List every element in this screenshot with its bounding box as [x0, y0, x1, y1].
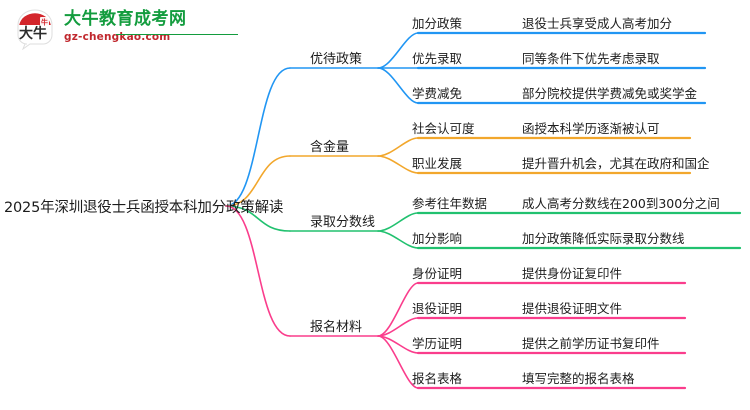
leaf-label: 身份证明 — [412, 265, 463, 281]
branch-node-label: 优待政策 — [310, 51, 363, 67]
leaf-row[interactable]: 职业发展 提升晋升机会，尤其在政府和国企 — [412, 150, 710, 174]
leaf-row[interactable]: 学费减免 部分院校提供学费减免或奖学金 — [412, 80, 697, 104]
branch-node-3[interactable]: 录取分数线 — [310, 209, 375, 231]
branch-node-2[interactable]: 含金量 — [310, 134, 349, 156]
leaf-description: 函授本科学历逐渐被认可 — [522, 120, 660, 136]
leaf-description: 提供身份证复印件 — [522, 265, 623, 281]
leaf-label: 参考往年数据 — [412, 195, 488, 211]
root-node[interactable]: 2025年深圳退役士兵函授本科加分政策解读 — [4, 199, 284, 216]
logo-name-en: gz-chengkao.com — [64, 31, 171, 43]
leaf-description: 填写完整的报名表格 — [522, 370, 635, 386]
leaf-row[interactable]: 优先录取 同等条件下优先考虑录取 — [412, 45, 660, 69]
leaf-description: 加分政策降低实际录取分数线 — [522, 230, 685, 246]
leaf-description: 退役士兵享受成人高考加分 — [522, 15, 673, 31]
logo-name-cn: 大牛教育成考网 — [64, 9, 187, 29]
leaf-row[interactable]: 退役证明 提供退役证明文件 — [412, 295, 622, 319]
leaf-label: 报名表格 — [412, 370, 463, 386]
logo-divider — [116, 34, 238, 35]
branch-node-label: 含金量 — [310, 139, 350, 155]
leaf-row[interactable]: 学历证明 提供之前学历证书复印件 — [412, 330, 660, 354]
leaf-label: 加分影响 — [412, 230, 463, 246]
branch-node-label: 录取分数线 — [310, 214, 376, 230]
leaf-label: 职业发展 — [412, 155, 463, 171]
leaf-label: 退役证明 — [412, 300, 463, 316]
branch-node-4[interactable]: 报名材料 — [310, 314, 362, 336]
branch-node-label: 报名材料 — [310, 319, 363, 335]
branch-node-1[interactable]: 优待政策 — [310, 46, 362, 68]
leaf-description: 提供之前学历证书复印件 — [522, 335, 660, 351]
leaf-row[interactable]: 身份证明 提供身份证复印件 — [412, 260, 622, 284]
leaf-row[interactable]: 社会认可度 函授本科学历逐渐被认可 — [412, 115, 660, 139]
logo-badge-text: 牛 — [41, 18, 48, 27]
logo-wordmark: 大牛教育成考网 gz-chengkao.com — [64, 9, 238, 44]
logo-mark-icon: 大牛 牛 — [17, 9, 53, 50]
leaf-label: 学历证明 — [412, 335, 463, 351]
leaf-label: 学费减免 — [412, 85, 463, 101]
leaf-description: 提升晋升机会，尤其在政府和国企 — [522, 155, 710, 171]
leaf-label: 加分政策 — [412, 15, 463, 31]
leaf-row[interactable]: 报名表格 填写完整的报名表格 — [412, 365, 635, 389]
leaf-row[interactable]: 加分政策 退役士兵享受成人高考加分 — [412, 10, 672, 34]
leaf-row[interactable]: 参考往年数据 成人高考分数线在200到300分之间 — [412, 190, 720, 214]
leaf-description: 同等条件下优先考虑录取 — [522, 50, 660, 66]
leaf-description: 成人高考分数线在200到300分之间 — [522, 195, 720, 211]
leaf-description: 部分院校提供学费减免或奖学金 — [522, 85, 698, 101]
leaf-label: 社会认可度 — [412, 120, 475, 136]
svg-text:大牛: 大牛 — [19, 25, 47, 42]
site-logo: 大牛 牛 大牛教育成考网 gz-chengkao.com — [12, 6, 238, 54]
leaf-row[interactable]: 加分影响 加分政策降低实际录取分数线 — [412, 225, 685, 249]
leaf-label: 优先录取 — [412, 50, 463, 66]
leaf-description: 提供退役证明文件 — [522, 300, 623, 316]
